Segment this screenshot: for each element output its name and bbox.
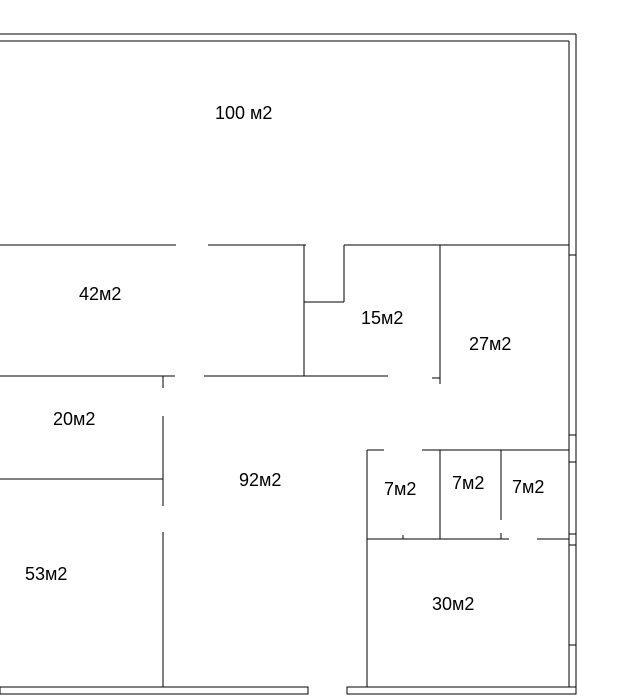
- outer-wall-bottom-right: [346, 686, 577, 695]
- room-label-27: 27м2: [469, 334, 511, 354]
- room-label-92: 92м2: [239, 470, 281, 490]
- room-label-7c: 7м2: [512, 477, 544, 497]
- room-label-42: 42м2: [79, 284, 121, 304]
- room-label-7b: 7м2: [452, 473, 484, 493]
- window-right-3: [568, 544, 577, 646]
- window-right-2: [568, 461, 577, 535]
- room-label-53: 53м2: [25, 564, 67, 584]
- room-label-100: 100 м2: [215, 103, 272, 123]
- room-label-20: 20м2: [53, 409, 95, 429]
- walls: [0, 33, 577, 695]
- room-label-15: 15м2: [361, 308, 403, 328]
- outer-wall-bottom-left: [0, 686, 309, 695]
- window-right-1: [568, 254, 577, 436]
- room-labels: 100 м2 42м2 15м2 27м2 20м2 92м2 7м2 7м2 …: [25, 103, 544, 614]
- room-label-30: 30м2: [432, 594, 474, 614]
- room-label-7a: 7м2: [384, 479, 416, 499]
